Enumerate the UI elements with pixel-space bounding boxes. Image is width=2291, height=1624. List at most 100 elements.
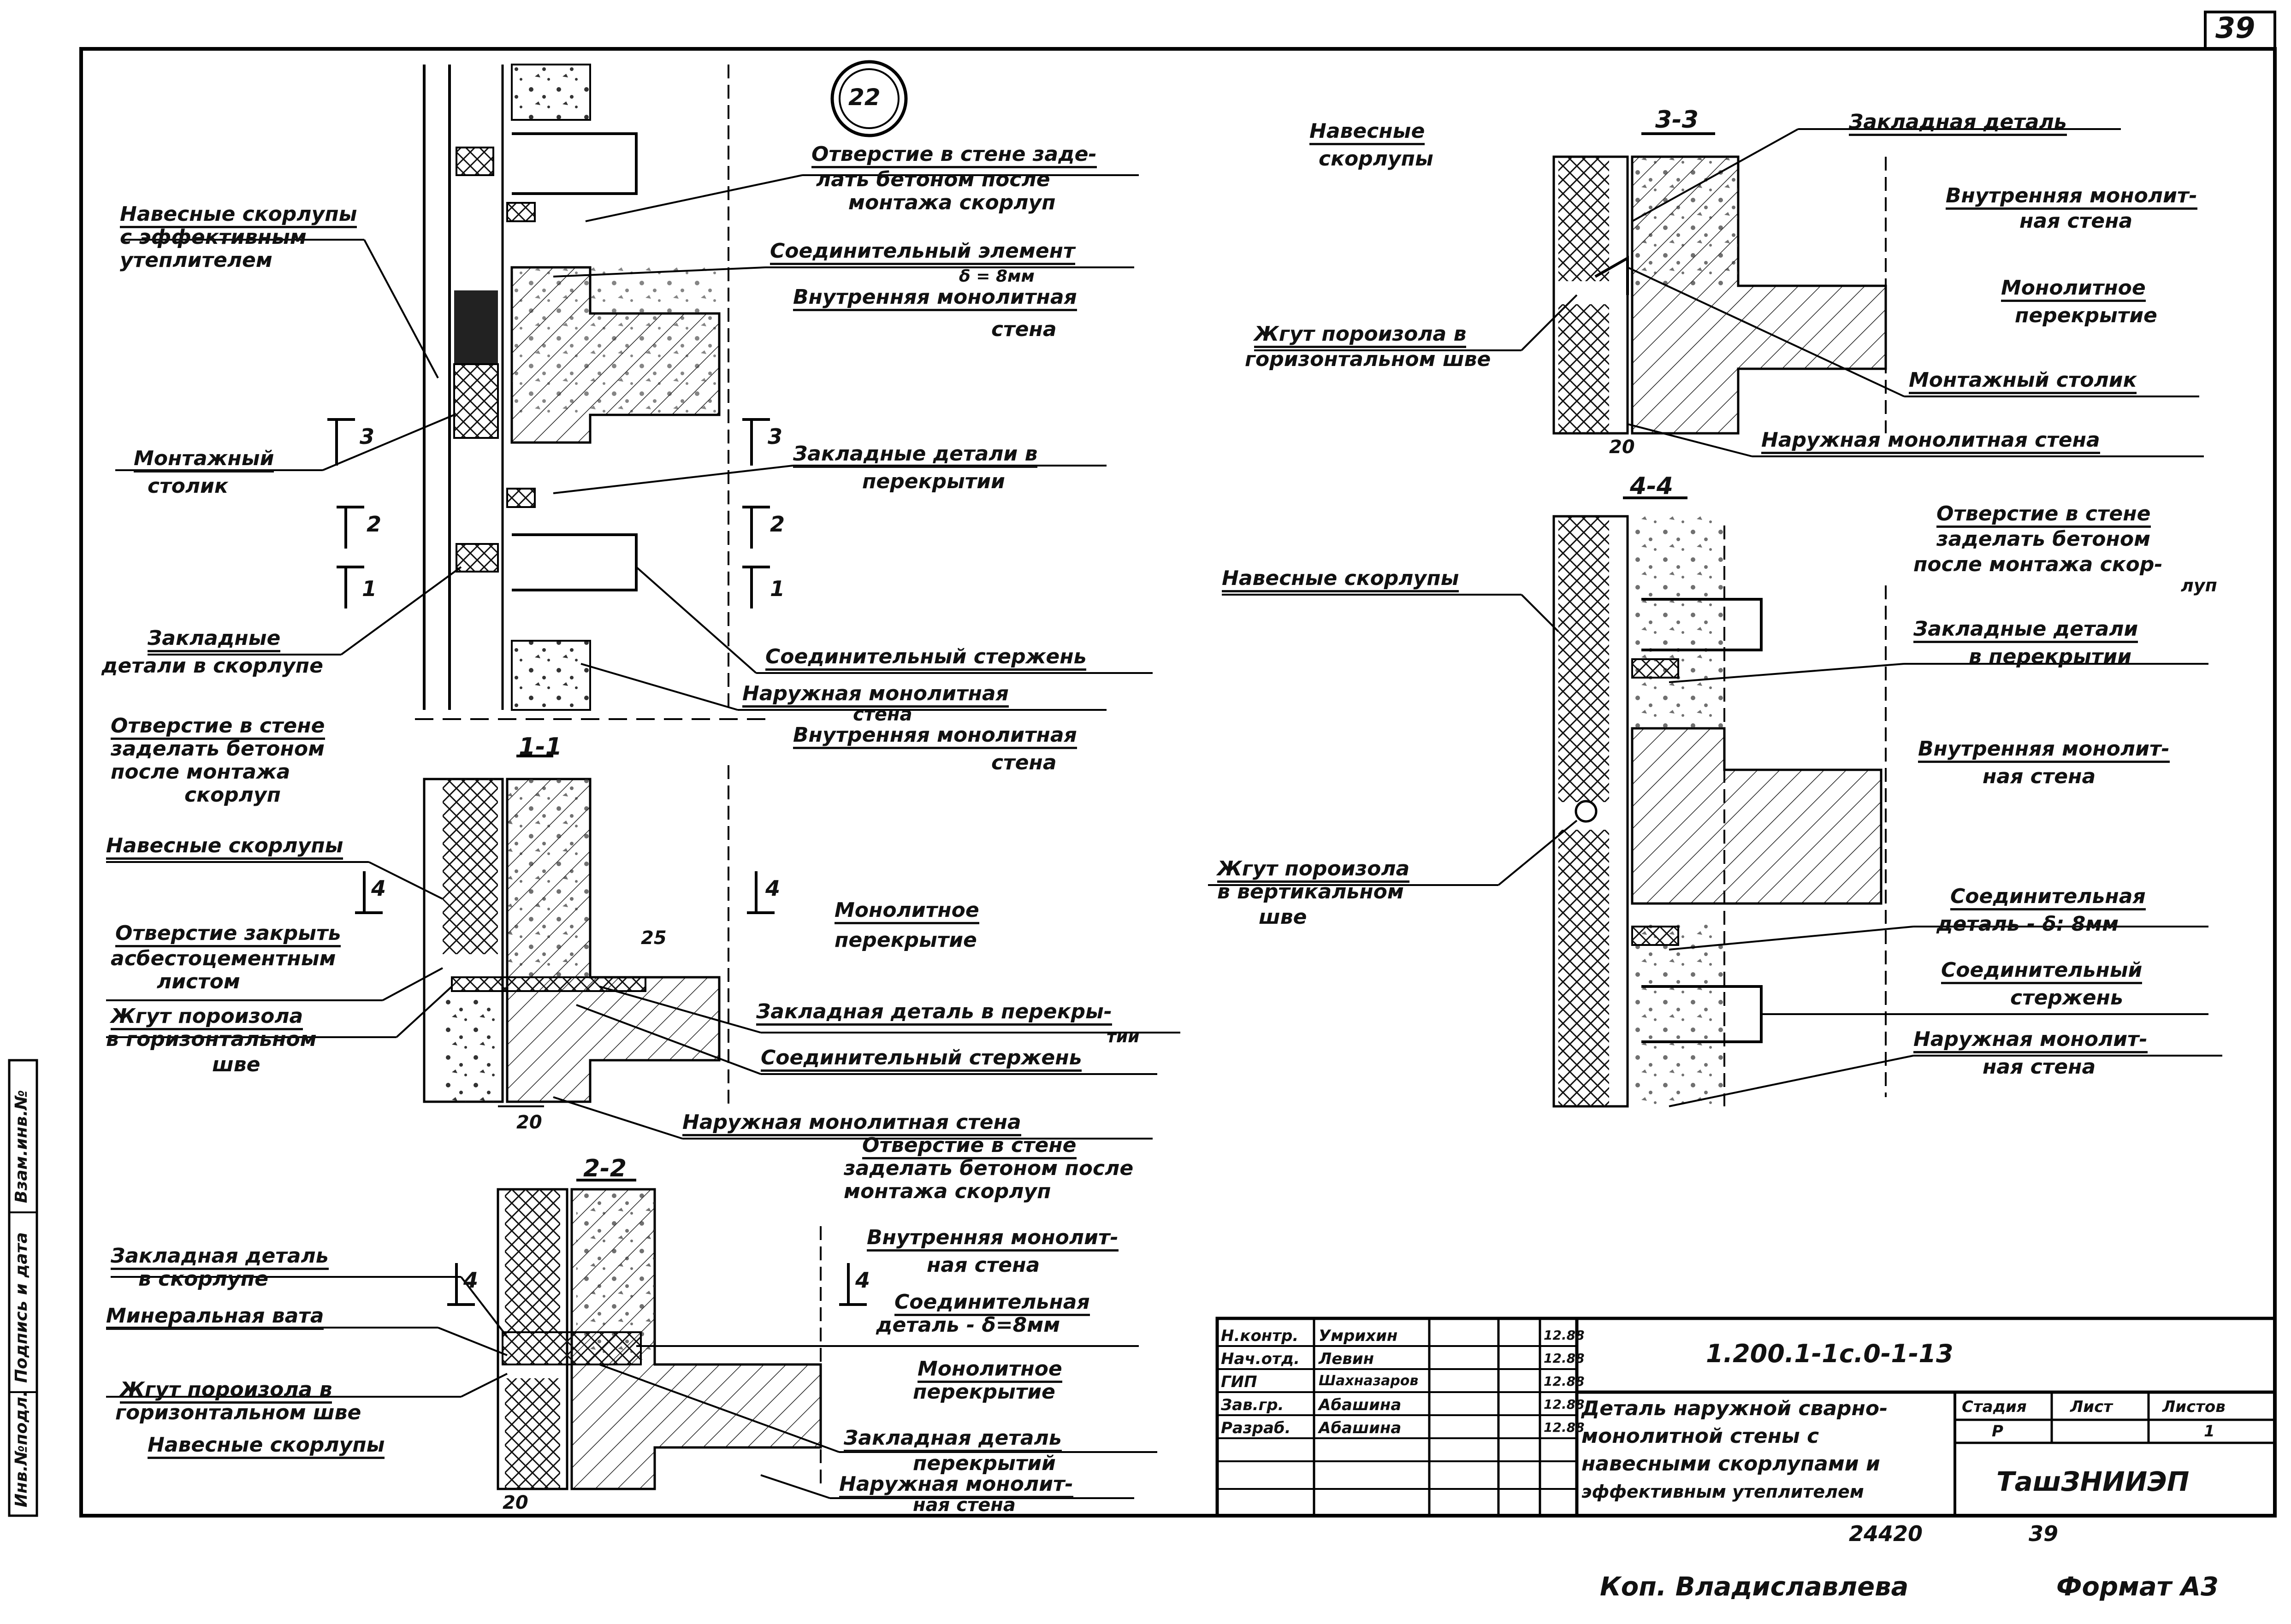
label-b-tourniquet-3: шве <box>212 1053 260 1076</box>
label-c-tourniquet: Жгут пороизола в <box>120 1378 332 1404</box>
label-c-slab-2: перекрытие <box>913 1380 1055 1404</box>
label-d-tourniquet: Жгут пороизола в <box>1254 323 1467 348</box>
label-b-slab-2: перекрытие <box>835 928 977 952</box>
tb-date-4: 12.88 <box>1544 1397 1585 1412</box>
leader-lines <box>106 128 2222 1499</box>
label-e-conn: Соединительная <box>1950 885 2146 910</box>
section-title-1-1: 1-1 <box>519 733 562 761</box>
label-c-inner-wall: Внутренняя монолит- <box>867 1226 1119 1252</box>
dim-20-a: 20 <box>516 1112 542 1133</box>
side-stamp-box <box>8 1059 38 1517</box>
tb-title-4: эффективным утеплителем <box>1581 1482 1864 1502</box>
label-e-conn-2: деталь - δ: 8мм <box>1936 912 2119 936</box>
cut-4-b: 4 <box>765 876 781 901</box>
cut-3-left: 3 <box>360 424 375 449</box>
label-e-outer-wall-2: ная стена <box>1983 1055 2096 1079</box>
label-mounting-table-2: столик <box>148 474 228 498</box>
label-embedded-shell-2: детали в скорлупе <box>101 654 323 678</box>
label-e-inner-wall-2: ная стена <box>1983 765 2096 788</box>
label-mounting-table: Монтажный <box>134 447 274 472</box>
label-b-tourniquet-2: в горизонтальном <box>106 1028 317 1051</box>
label-b-opening-4: скорлуп <box>184 783 281 807</box>
label-c-embedded-floor: Закладная деталь <box>844 1427 1062 1452</box>
label-outer-wall: Наружная монолитная <box>742 682 1009 708</box>
label-b-opening-2: заделать бетоном <box>111 737 325 761</box>
label-b-inner-wall: Внутренняя монолитная <box>793 724 1077 749</box>
label-b-outer-wall: Наружная монолитная стена <box>682 1111 1021 1136</box>
label-d-tourniquet-2: горизонтальном шве <box>1245 348 1491 371</box>
label-c-shells: Навесные скорлупы <box>148 1434 385 1459</box>
label-opening-2: лать бетоном после <box>816 168 1050 191</box>
label-embedded-floor-2: перекрытии <box>862 470 1005 493</box>
tb-role-1: Н.контр. <box>1221 1327 1299 1345</box>
label-b-close-2: асбестоцементным <box>111 947 336 970</box>
footer-format: Формат А3 <box>2056 1572 2219 1602</box>
tb-date-3: 12.88 <box>1544 1374 1585 1389</box>
label-c-inner-wall-2: ная стена <box>927 1253 1040 1277</box>
tb-title-1: Деталь наружной сварно- <box>1581 1397 1888 1420</box>
cut-4-a: 4 <box>371 876 386 901</box>
label-b-slab: Монолитное <box>835 899 979 924</box>
cut-2-left: 2 <box>367 512 382 537</box>
section-title-2-2: 2-2 <box>583 1155 627 1182</box>
label-b-close-3: листом <box>157 970 240 993</box>
label-outer-wall-2: стена <box>853 704 912 725</box>
label-connecting-rod: Соединительный стержень <box>765 645 1087 671</box>
label-shells-2: с эффективным <box>120 225 307 249</box>
cut-4-d: 4 <box>855 1268 870 1293</box>
label-b-embedded: Закладная деталь в перекры- <box>756 1000 1113 1026</box>
label-b-opening: Отверстие в стене <box>111 715 325 740</box>
footer-num-1: 24420 <box>1849 1521 1923 1546</box>
label-c-opening-3: монтажа скорлуп <box>844 1180 1051 1203</box>
label-c-outer-wall-2: ная стена <box>913 1494 1016 1516</box>
label-e-rod: Соединительный <box>1941 959 2143 984</box>
label-b-inner-wall-2: стена <box>991 751 1057 774</box>
label-c-opening-2: заделать бетоном после <box>844 1157 1134 1180</box>
side-stamp-replace: Взам.инв.№ <box>12 1090 31 1203</box>
label-e-opening-3: после монтажа скор- <box>1913 553 2163 576</box>
tb-name-1: Умрихин <box>1319 1327 1398 1345</box>
side-stamp-sign: Подпись и дата <box>12 1232 31 1383</box>
section-4-4 <box>1552 496 1887 1108</box>
label-c-mineral-wool: Минеральная вата <box>106 1305 324 1330</box>
tb-name-4: Абашина <box>1319 1396 1402 1414</box>
label-e-embedded-2: в перекрытии <box>1969 645 2132 668</box>
label-embedded-shell: Закладные <box>148 627 281 652</box>
label-d-inner-wall: Внутренняя монолит- <box>1946 184 2197 210</box>
footer-copied: Коп. Владиславлева <box>1600 1572 1909 1602</box>
label-e-tourniquet-3: шве <box>1259 905 1307 929</box>
detail-bubble <box>830 60 908 137</box>
footer-num-2: 39 <box>2029 1521 2059 1546</box>
label-b-close: Отверстие закрыть <box>115 922 341 947</box>
tb-sheets-label: Листов <box>2162 1398 2226 1416</box>
label-opening: Отверстие в стене заде- <box>811 143 1097 168</box>
label-c-embedded: Закладная деталь <box>111 1245 329 1270</box>
label-c-conn-2: деталь - δ=8мм <box>876 1313 1060 1337</box>
tb-role-4: Зав.гр. <box>1221 1396 1284 1414</box>
tb-code: 1.200.1-1с.0-1-13 <box>1706 1339 1954 1368</box>
tb-name-3: Шахназаров <box>1319 1373 1419 1389</box>
label-d-mounting-table: Монтажный столик <box>1909 369 2137 394</box>
label-e-rod-2: стержень <box>2010 986 2123 1010</box>
section-3-3 <box>1552 132 1887 435</box>
label-e-shells: Навесные скорлупы <box>1222 567 1459 592</box>
label-d-slab: Монолитное <box>2001 277 2146 302</box>
label-d-inner-wall-2: ная стена <box>2019 209 2133 233</box>
label-e-opening-2: заделать бетоном <box>1936 527 2151 551</box>
label-d-embedded: Закладная деталь <box>1849 111 2067 136</box>
cut-1-left: 1 <box>362 576 377 601</box>
label-shells: Навесные скорлупы <box>120 203 357 228</box>
dim-20-c: 20 <box>1609 437 1635 458</box>
label-c-embedded-2: в скорлупе <box>138 1267 268 1291</box>
tb-role-5: Разраб. <box>1221 1419 1291 1437</box>
sheet-number-box <box>2204 11 2276 50</box>
tb-org: ТашЗНИИЭП <box>1996 1466 2190 1497</box>
label-connecting-element: Соединительный элемент <box>770 240 1075 265</box>
label-shells-3: утеплителем <box>120 248 272 272</box>
label-d-slab-2: перекрытие <box>2015 304 2157 327</box>
side-stamp-inv: Инв.№подл. <box>12 1390 31 1508</box>
cut-2-right: 2 <box>770 512 785 537</box>
cut-3-right: 3 <box>768 424 783 449</box>
sheet-number: 39 <box>2215 11 2255 45</box>
